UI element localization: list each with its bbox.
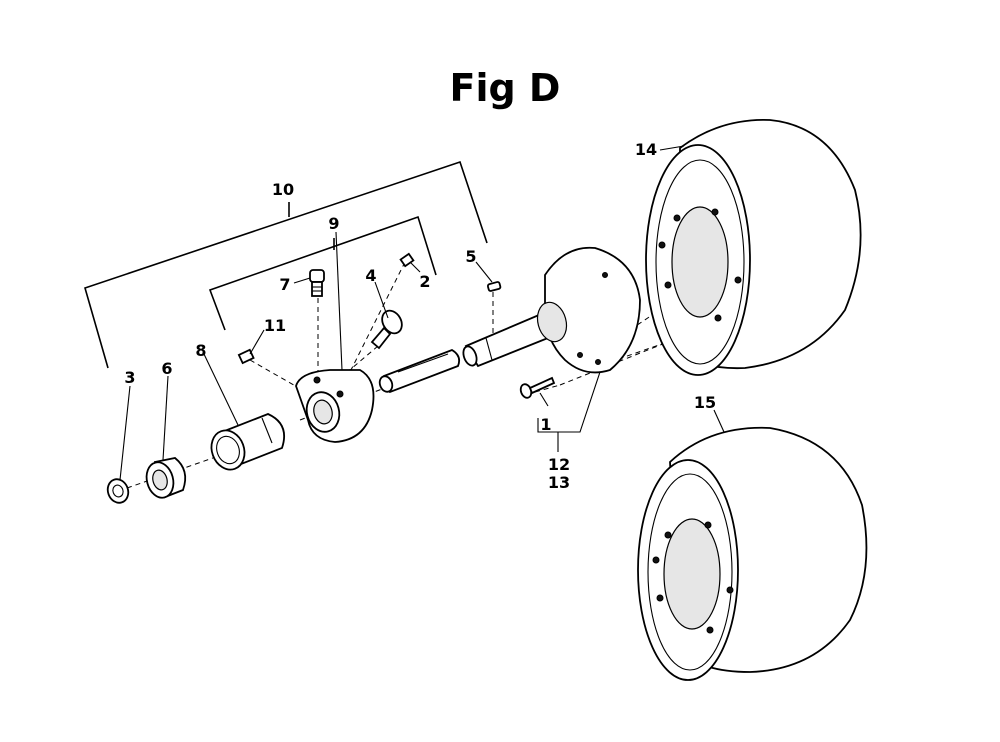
callout-8: 8 <box>195 341 206 360</box>
figure-title: Fig D <box>449 66 561 110</box>
callout-4: 4 <box>365 266 376 285</box>
callout-15: 15 <box>694 393 716 412</box>
part-2-setscrew <box>399 252 415 268</box>
part-7-pin <box>309 269 325 297</box>
callout-5: 5 <box>465 247 476 266</box>
part-15-drum-pulley <box>637 426 868 681</box>
part-5-key <box>486 281 502 292</box>
part-8-sleeve <box>210 413 286 471</box>
callout-12: 12 <box>548 455 570 474</box>
leader-lines <box>119 145 725 481</box>
callout-1: 1 <box>540 415 551 434</box>
callout-2: 2 <box>419 272 430 291</box>
bracket-9 <box>208 215 437 331</box>
part-6-bearing <box>145 457 187 499</box>
callout-7: 7 <box>279 275 290 294</box>
shaft-pin <box>378 349 461 394</box>
bracket-10 <box>84 160 488 369</box>
callout-9: 9 <box>328 214 339 233</box>
part-9-collar <box>295 369 375 443</box>
callout-labels: 1 2 3 4 5 6 7 8 9 10 11 12 13 14 15 <box>124 140 716 492</box>
callout-14: 14 <box>635 140 657 159</box>
part-1-screw <box>519 376 556 399</box>
part-4-bolt <box>370 309 403 350</box>
part-3-nut <box>106 478 130 504</box>
callout-10: 10 <box>272 180 294 199</box>
callout-3: 3 <box>124 368 135 387</box>
callout-11: 11 <box>264 316 286 335</box>
part-14-drum-pulley <box>645 119 862 376</box>
callout-6: 6 <box>161 359 172 378</box>
callout-13: 13 <box>548 473 570 492</box>
part-1-hub-flange <box>462 246 641 374</box>
